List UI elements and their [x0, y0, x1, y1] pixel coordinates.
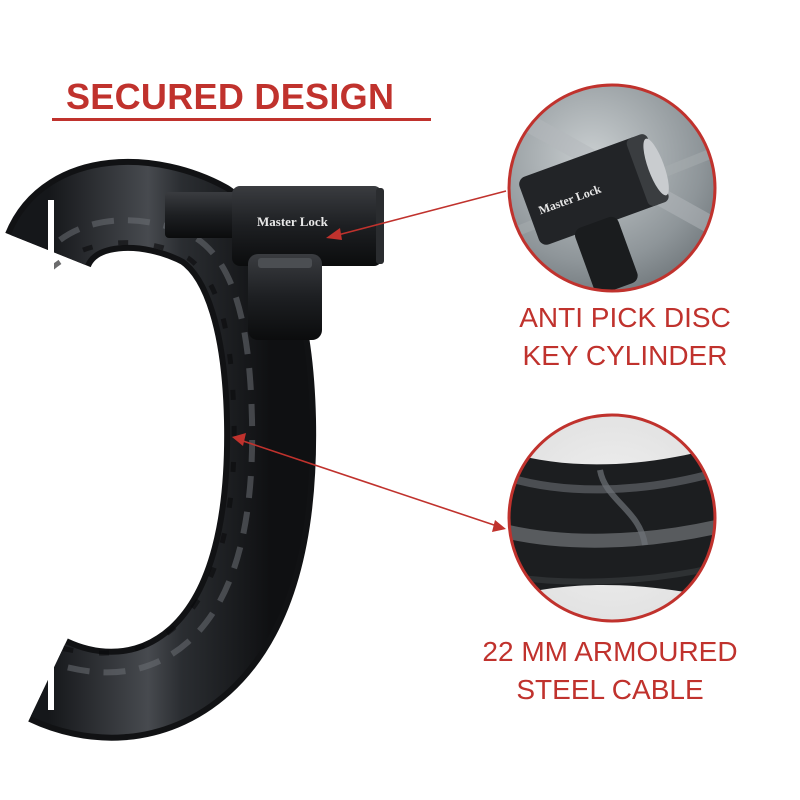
- callout-cable-line2: STEEL CABLE: [516, 674, 704, 705]
- lock-head: Master Lock: [165, 186, 384, 340]
- callout-cable-line1: 22 MM ARMOURED: [482, 636, 738, 667]
- callout-cylinder: ANTI PICK DISC KEY CYLINDER: [470, 299, 780, 375]
- zoom-cable-closeup: [507, 413, 717, 623]
- arrow-to-cylinder: [326, 190, 507, 240]
- brand-mark: Master Lock: [257, 214, 329, 229]
- headline-underline: [52, 118, 431, 121]
- callout-cylinder-line1: ANTI PICK DISC: [519, 302, 731, 333]
- callout-cable: 22 MM ARMOURED STEEL CABLE: [440, 633, 780, 709]
- arrow-to-cable: [232, 433, 506, 532]
- headline: SECURED DESIGN: [66, 76, 395, 117]
- armoured-cable: [5, 159, 317, 741]
- callout-cylinder-line2: KEY CYLINDER: [522, 340, 728, 371]
- zoom-cylinder-closeup: Master Lock: [507, 83, 717, 293]
